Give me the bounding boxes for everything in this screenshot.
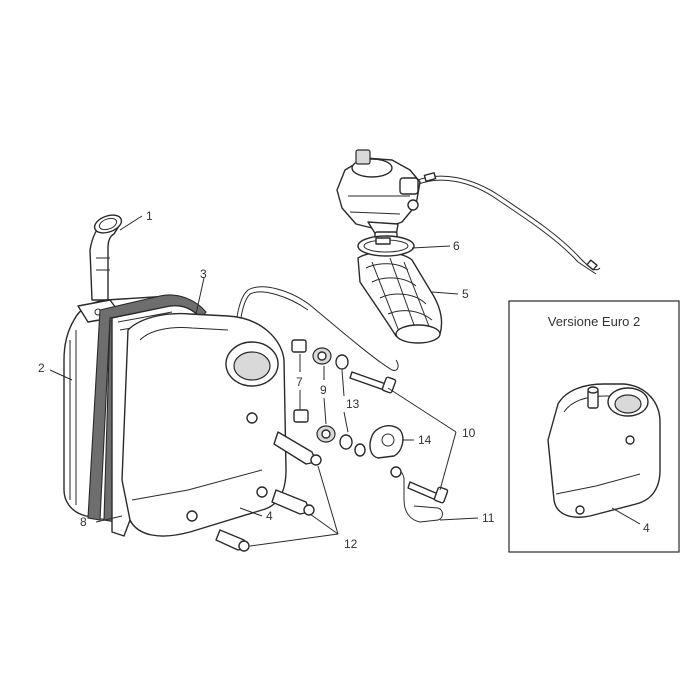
intake-snorkel: [89, 214, 123, 301]
washer: [335, 354, 366, 457]
label-1: 1: [146, 209, 153, 223]
bolt: [407, 481, 449, 504]
screw: [215, 529, 250, 552]
label-10: 10: [462, 426, 476, 440]
filter-housing-cover: [121, 312, 287, 537]
label-2: 2: [38, 361, 45, 375]
label-4: 4: [266, 509, 273, 523]
breather-hose: [234, 286, 399, 381]
inset-title: Versione Euro 2: [548, 314, 641, 329]
hose-clamp: [357, 235, 415, 257]
screw: [273, 431, 322, 466]
inset-panel: Versione Euro 2 4: [508, 300, 680, 553]
screw: [271, 489, 315, 516]
label-6: 6: [453, 239, 460, 253]
rubber-grommet: [312, 347, 336, 443]
label-11: 11: [482, 511, 495, 525]
label-8: 8: [80, 515, 87, 529]
bolt: [349, 371, 397, 394]
label-14: 14: [418, 433, 432, 447]
label-9: 9: [320, 383, 327, 397]
label-3: 3: [200, 267, 207, 281]
label-13: 13: [346, 397, 360, 411]
inset-filter-housing-cover: [547, 383, 661, 518]
label-12: 12: [344, 537, 358, 551]
mounting-bracket: [369, 425, 404, 459]
inset-label-4: 4: [643, 521, 650, 535]
label-5: 5: [462, 287, 469, 301]
intake-duct: [357, 251, 443, 344]
carburettor: [336, 149, 421, 243]
bush: [291, 339, 309, 423]
label-7: 7: [296, 375, 303, 389]
leader-lines: [49, 215, 479, 547]
part-labels: 1 2 3 4 5 6 7 8 9 10 11 12 13 14: [38, 209, 495, 551]
